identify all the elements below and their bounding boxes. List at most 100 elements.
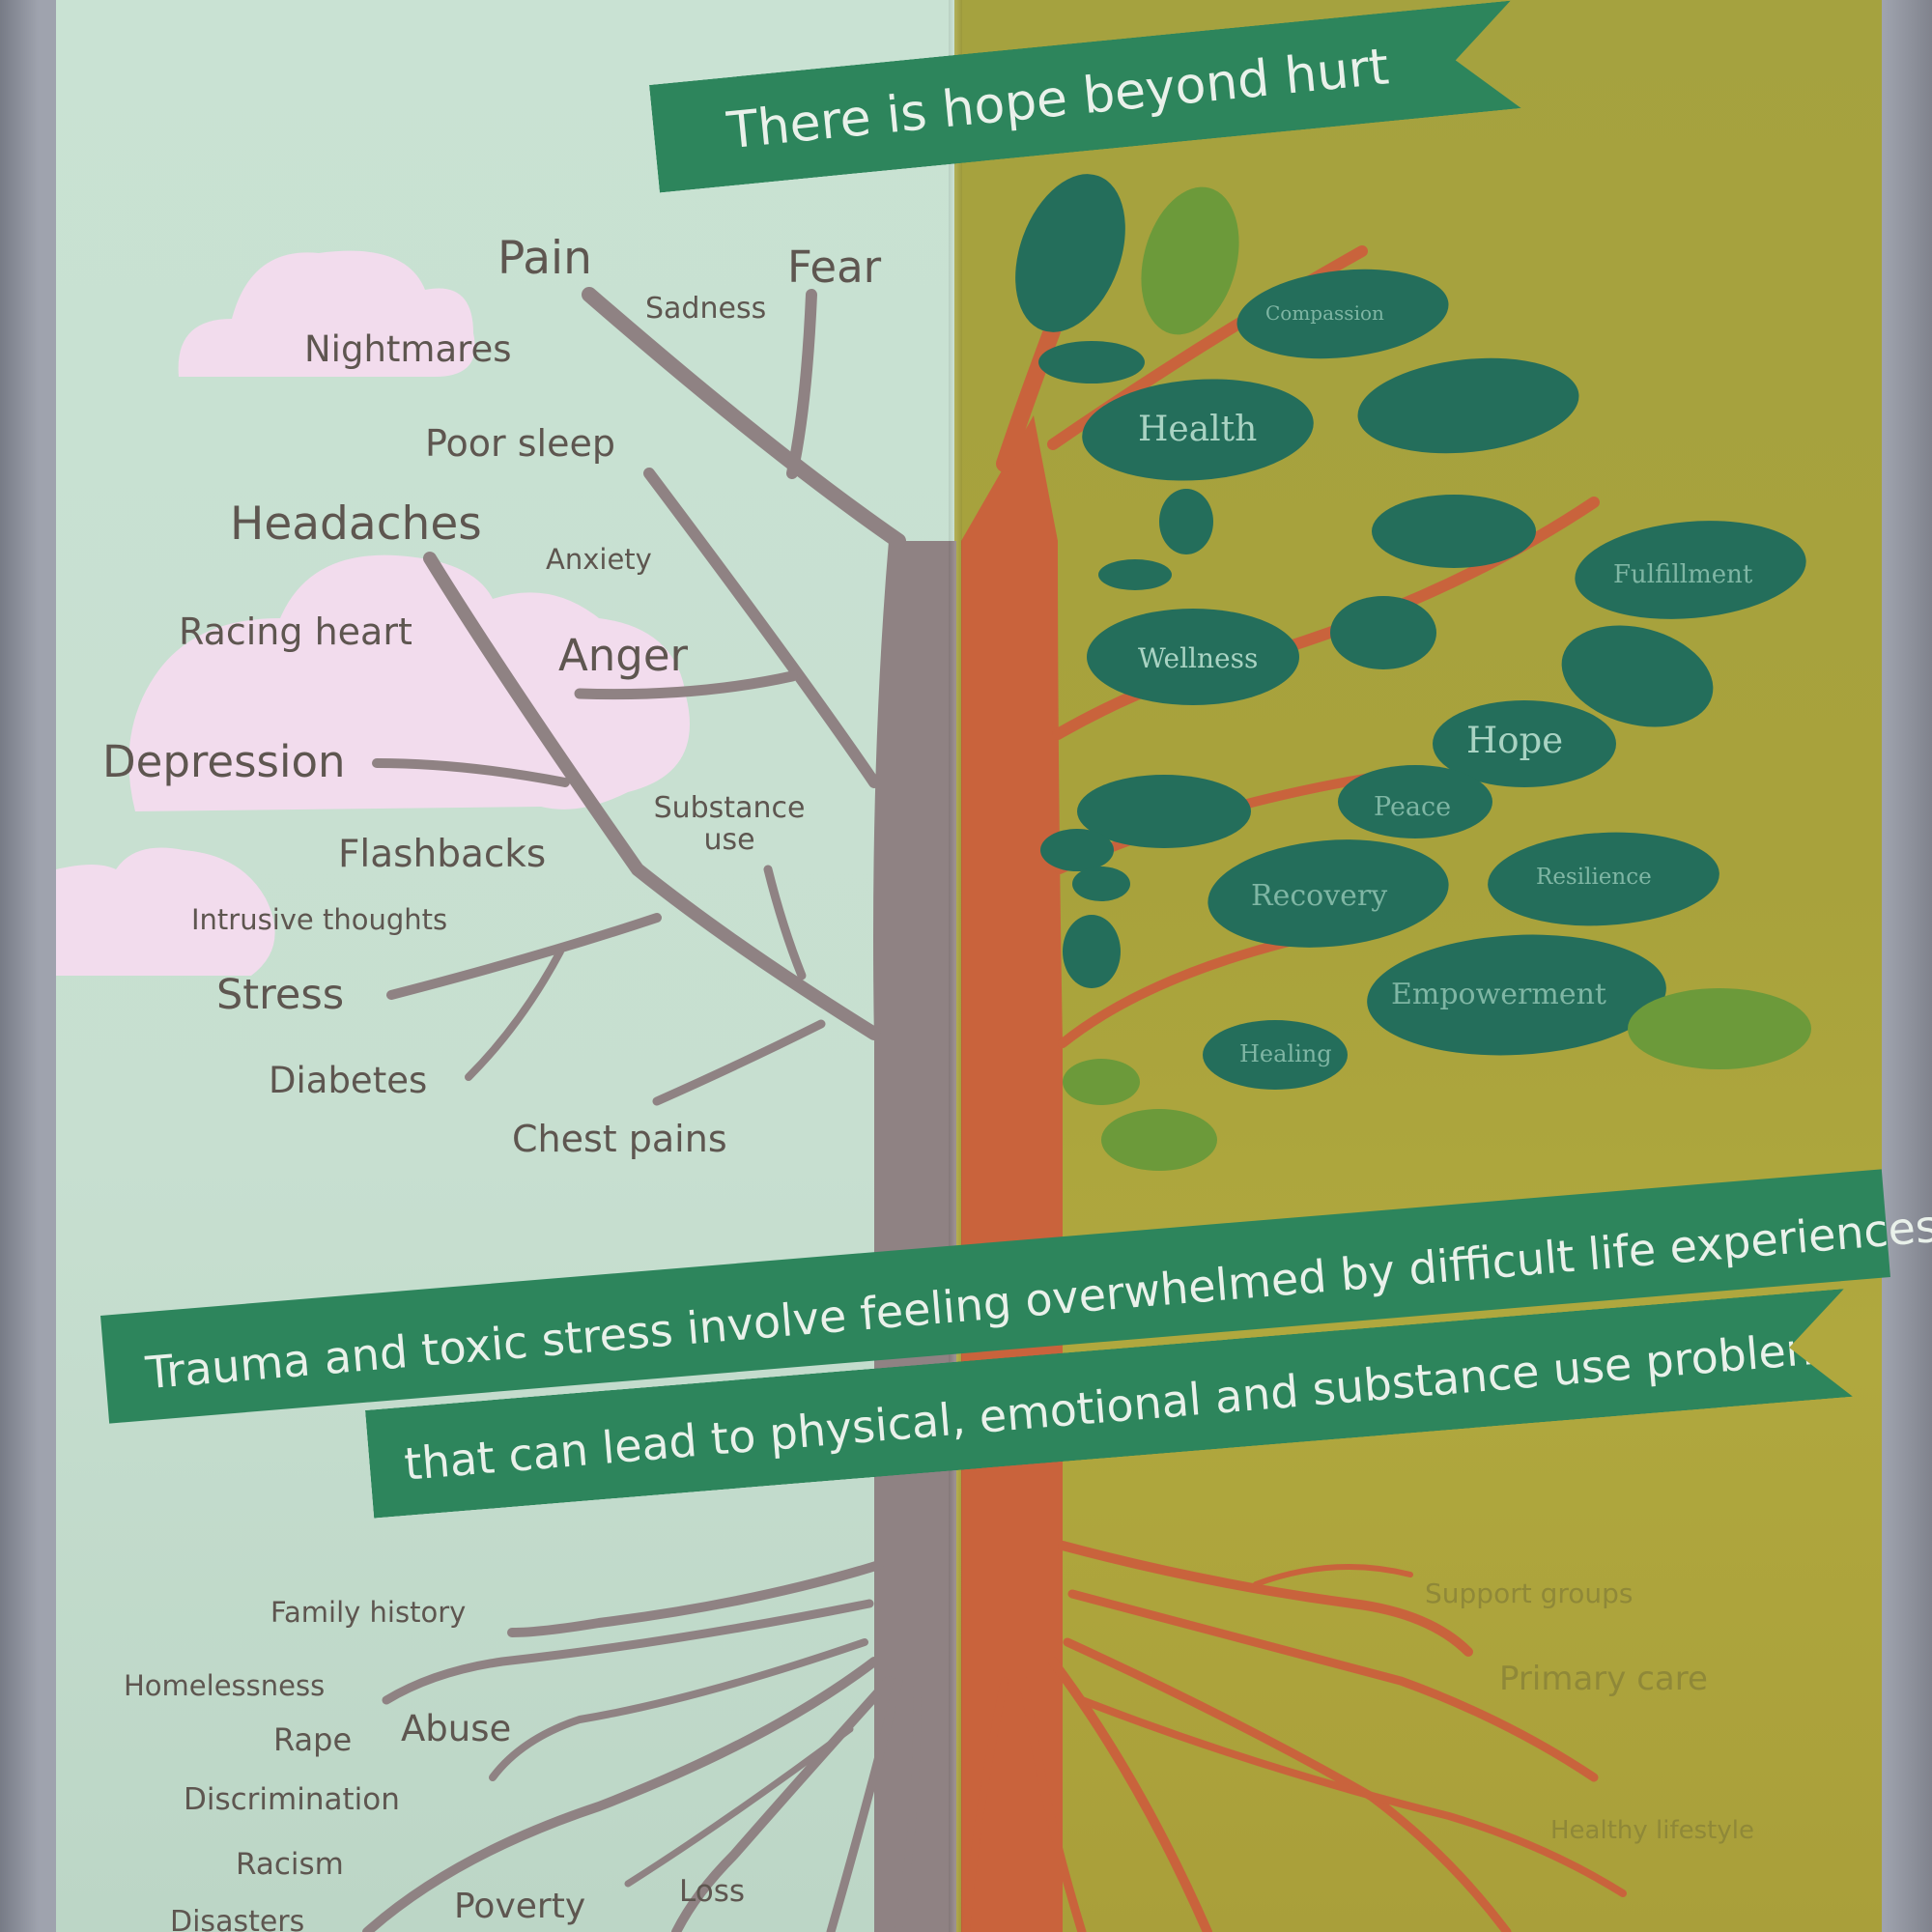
branch-headaches [423,552,881,1040]
leaf [1338,765,1492,838]
branch-pain [582,287,906,549]
root-label-loss: Loss [679,1874,745,1909]
orange-branch-top [996,320,1062,472]
grey-root [382,1599,874,1705]
leaf [1628,988,1811,1069]
label-substance-use: Substance use [653,791,806,857]
orange-root [1048,1657,1212,1932]
label-anxiety: Anxiety [546,543,652,576]
root-label-homelessness: Homelessness [124,1669,326,1702]
label-intrusive-thoughts: Intrusive thoughts [191,903,448,936]
grey-trunk [873,541,956,1932]
grey-root [489,1638,868,1781]
leaf [1357,357,1579,454]
root-label-healthy-lifestyle: Healthy lifestyle [1550,1816,1754,1845]
leaf [1159,489,1213,554]
orange-trunk [961,415,1063,1932]
branch-substance [763,865,807,980]
leaf [1077,775,1251,848]
leaf [1038,341,1145,384]
grey-root [362,1657,879,1932]
label-sadness: Sadness [645,292,767,326]
orange-roots [962,1541,1627,1932]
root-label-rape: Rape [273,1721,353,1758]
orange-root [1078,1696,1627,1897]
leaf [1098,559,1172,590]
leaf-label-empowerment: Empowerment [1391,978,1606,1011]
label-stress: Stress [216,971,345,1019]
leaf [1141,186,1239,335]
cloud-bottom [56,847,275,976]
label-pain: Pain [497,232,592,285]
leaf [1433,700,1616,787]
poster-fold [949,0,962,1932]
root-label-primary-care: Primary care [1499,1660,1708,1698]
grey-root [895,1677,922,1932]
branch-depression [372,758,570,787]
root-label-racism: Racism [236,1847,344,1882]
orange-root [1253,1564,1413,1587]
leaf [1561,625,1714,727]
leaf [1040,829,1114,871]
root-label-disasters: Disasters [170,1905,305,1932]
label-headaches: Headaches [230,497,482,551]
leaf [1087,609,1299,705]
grey-roots [362,1560,922,1932]
label-flashbacks: Flashbacks [338,833,547,876]
leaf-label-fulfillment: Fulfillment [1613,560,1753,589]
branch-chest [652,1019,826,1106]
grey-root [624,1725,854,1888]
leaf [1082,379,1314,481]
root-label-support-groups: Support groups [1425,1577,1634,1609]
leaf [1372,495,1536,568]
leaf [1072,867,1130,901]
leaf-label-compassion: Compassion [1265,301,1384,325]
leaf [1063,1059,1140,1105]
leaf [1330,596,1436,669]
leaf [1203,1020,1348,1090]
leaves [1015,174,1811,1171]
leaf-label-health: Health [1138,410,1258,449]
branch-anger [574,670,798,700]
leaf [1575,521,1806,619]
label-poor-sleep: Poor sleep [425,422,615,465]
leaf [1236,269,1449,359]
grey-tree [372,287,956,1932]
branch-fear [786,289,817,479]
label-racing-heart: Racing heart [179,611,412,653]
root-label-family-history: Family history [270,1596,467,1629]
cloud-top [178,250,475,377]
label-depression: Depression [102,736,346,787]
orange-root [1058,1541,1473,1657]
orange-root [1067,1589,1599,1782]
branch-diabetes [465,948,564,1081]
leaf [1015,174,1125,332]
leaf-label-peace: Peace [1374,792,1452,822]
leaf [1367,934,1666,1056]
root-label-abuse: Abuse [401,1708,512,1749]
leaf [1488,832,1719,926]
leaf-label-wellness: Wellness [1138,642,1259,674]
label-chest-pains: Chest pains [512,1118,727,1160]
label-diabetes: Diabetes [269,1060,428,1101]
leaf [1208,839,1449,948]
grey-root [507,1560,884,1637]
grey-root [826,1676,903,1932]
label-nightmares: Nightmares [304,328,512,370]
leaf [1063,915,1121,988]
roots [362,1541,1627,1932]
orange-root [962,1677,1009,1932]
leaf-label-hope: Hope [1466,720,1564,761]
leaf-label-recovery: Recovery [1251,879,1388,913]
leaf-label-healing: Healing [1239,1040,1332,1067]
orange-root [1019,1676,1087,1932]
leaf [1101,1109,1217,1171]
branch-anxiety [643,468,880,788]
root-label-poverty: Poverty [454,1887,586,1926]
label-anger: Anger [558,630,689,681]
label-fear: Fear [787,242,882,293]
root-label-discrimination: Discrimination [184,1782,400,1817]
leaf-label-resilience: Resilience [1536,865,1652,890]
